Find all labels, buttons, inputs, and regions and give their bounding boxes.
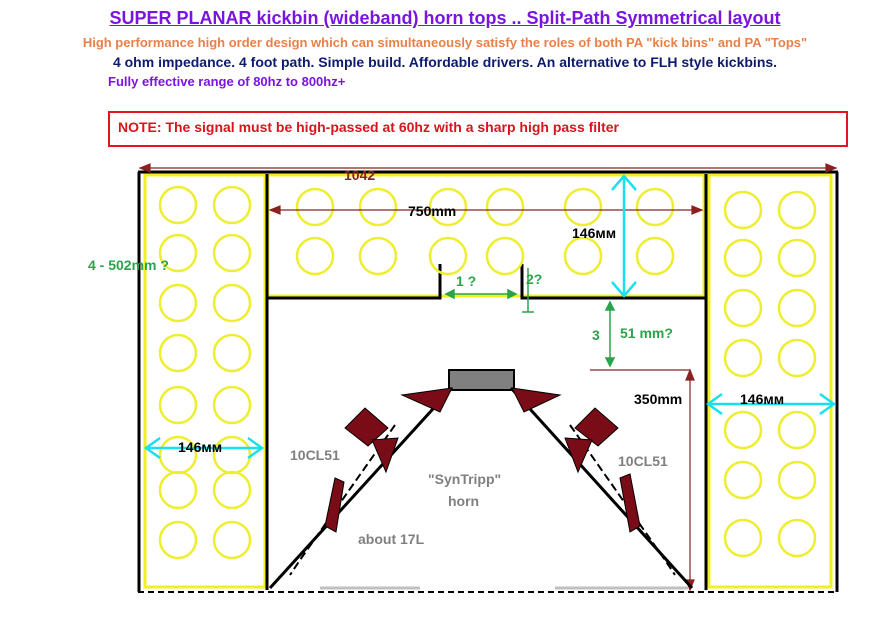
- driver-left-label: 10CL51: [290, 447, 340, 463]
- right-chamber: [707, 173, 833, 589]
- circle-mark: [777, 288, 817, 328]
- circle-mark: [723, 238, 763, 278]
- driver-shapes: [324, 387, 641, 533]
- horn-name-line1: "SynTripp": [428, 471, 501, 487]
- circle-mark: [777, 460, 817, 500]
- circle-mark: [358, 236, 398, 276]
- circle-mark: [723, 338, 763, 378]
- throat-height-label: 350mm: [634, 391, 682, 407]
- circle-mark: [158, 283, 198, 323]
- right-depth-label: 146мм: [740, 391, 784, 407]
- circle-mark: [563, 187, 603, 227]
- left-depth-label: 146мм: [178, 439, 222, 455]
- syntripp-horn: [268, 369, 694, 590]
- total-width-label: 1042: [344, 167, 375, 183]
- top-chamber: [266, 173, 706, 298]
- circle-mark: [635, 236, 675, 276]
- circle-mark: [158, 233, 198, 273]
- circle-mark: [563, 236, 603, 276]
- note-box: NOTE: The signal must be high-passed at …: [108, 111, 848, 147]
- compression-driver: [448, 369, 515, 391]
- circle-mark: [723, 460, 763, 500]
- circle-mark: [295, 187, 335, 227]
- gap3-value-label: 51 mm?: [620, 325, 673, 341]
- circle-mark: [158, 470, 198, 510]
- circle-mark: [723, 190, 763, 230]
- circle-mark: [212, 520, 252, 560]
- left-chamber: [143, 173, 267, 589]
- top-depth-label: 146мм: [572, 225, 616, 241]
- spec-line: 4 ohm impedance. 4 foot path. Simple bui…: [112, 54, 778, 70]
- diagram-subtitle: High performance high order design which…: [82, 35, 808, 50]
- circle-mark: [485, 236, 525, 276]
- cabinet-outline: [137, 170, 839, 593]
- circle-mark: [212, 385, 252, 425]
- circle-mark: [158, 185, 198, 225]
- circle-mark: [158, 385, 198, 425]
- circle-mark: [428, 236, 468, 276]
- circle-mark: [158, 333, 198, 373]
- circle-mark: [158, 520, 198, 560]
- inner-width-label: 750mm: [408, 203, 456, 219]
- circle-mark: [777, 410, 817, 450]
- circle-mark: [485, 187, 525, 227]
- circle-mark: [212, 283, 252, 323]
- range-line: Fully effective range of 80hz to 800hz+: [108, 74, 346, 89]
- horn-name-line2: horn: [448, 493, 479, 509]
- circle-mark: [212, 470, 252, 510]
- circle-mark: [777, 190, 817, 230]
- circle-mark: [723, 518, 763, 558]
- circle-mark: [723, 288, 763, 328]
- circle-mark: [777, 238, 817, 278]
- dimension-lines: [138, 163, 838, 592]
- circle-mark: [723, 410, 763, 450]
- circle-mark: [212, 333, 252, 373]
- circle-mark: [777, 338, 817, 378]
- left-count-label: 4 - 502mm ?: [88, 257, 169, 273]
- gap1-label: 1 ?: [456, 273, 476, 289]
- circle-mark: [212, 185, 252, 225]
- diagram-title: SUPER PLANAR kickbin (wideband) horn top…: [109, 8, 781, 28]
- circle-mark: [428, 187, 468, 227]
- gap-markers: [444, 268, 616, 368]
- circle-mark: [635, 187, 675, 227]
- gap2-label: 2?: [526, 271, 542, 287]
- circle-mark: [212, 233, 252, 273]
- circle-mark: [295, 236, 335, 276]
- driver-right-label: 10CL51: [618, 453, 668, 469]
- internal-walls: [265, 174, 708, 590]
- circle-mark: [358, 187, 398, 227]
- gap3-label: 3: [592, 327, 600, 343]
- volume-label: about 17L: [358, 531, 425, 547]
- circle-mark: [777, 518, 817, 558]
- depth-arrows: [143, 174, 837, 460]
- note-text: NOTE: The signal must be high-passed at …: [118, 119, 619, 135]
- driver-circles: [158, 185, 817, 560]
